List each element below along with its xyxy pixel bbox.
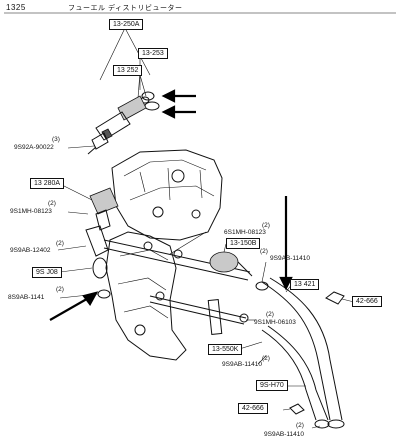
part-label-13-253: 13-253 bbox=[138, 48, 168, 59]
part-label-42-666: 42-666 bbox=[352, 296, 382, 307]
part-label-9s9ab-12402: 9S9AB-11410 bbox=[270, 255, 310, 262]
qty-label: (2) bbox=[260, 248, 268, 255]
qty-label: (2) bbox=[56, 286, 64, 293]
hose-clip-icon bbox=[325, 291, 345, 305]
part-label-13-252: 13 252 bbox=[113, 65, 143, 76]
engine-block bbox=[105, 149, 223, 361]
page-number: 1325 bbox=[6, 3, 26, 12]
part-label-42-666: 42-666 bbox=[238, 403, 268, 414]
part-label-9s-j08: 9S J08 bbox=[32, 267, 62, 278]
part-label-9s9ab-11410: 9S9AB-11410 bbox=[264, 431, 304, 438]
qty-label: (2) bbox=[266, 311, 274, 318]
part-label-13-150b: 13-150B bbox=[226, 238, 261, 249]
part-label-6s1mh-08123: 6S1MH-08123 bbox=[224, 229, 266, 236]
qty-label: (2) bbox=[262, 222, 270, 229]
part-label-9s9ab-11410: 9S9AB-11410 bbox=[222, 361, 262, 368]
qty-label: (2) bbox=[296, 422, 304, 429]
pulsation-damper bbox=[209, 251, 269, 291]
part-label-9s1mh-08123: 9S1MH-08123 bbox=[10, 208, 52, 215]
part-label-13-550k: 13-550K bbox=[208, 344, 243, 355]
qty-label: (3) bbox=[52, 136, 60, 143]
pointer-arrows bbox=[49, 89, 293, 321]
fuel-injector bbox=[87, 95, 147, 155]
part-label-13-280a: 13 280A bbox=[30, 178, 65, 189]
part-label-13-250a: 13-250A bbox=[109, 19, 144, 30]
fuel-hose-13-421 bbox=[261, 277, 345, 429]
page-title: フューエル ディストリビューター bbox=[68, 5, 183, 12]
part-label-9s1mh-06103: 9S1MH-06103 bbox=[254, 319, 296, 326]
part-label-9s-h70: 9S-H70 bbox=[256, 380, 288, 391]
qty-label: (2) bbox=[262, 355, 270, 362]
part-label-9s9ab-11410: 9S9AB-12402 bbox=[10, 247, 51, 254]
part-label-8s9ab-1141: 8S9AB-1141 bbox=[8, 294, 45, 301]
qty-label: (2) bbox=[56, 240, 64, 247]
qty-label: (2) bbox=[48, 200, 56, 207]
part-label-9s92a-90022: 9S92A-90022 bbox=[14, 144, 54, 151]
part-label-13-421: 13 421 bbox=[290, 279, 320, 290]
hose-clip-icon bbox=[289, 403, 305, 415]
pressure-regulator bbox=[85, 187, 119, 299]
